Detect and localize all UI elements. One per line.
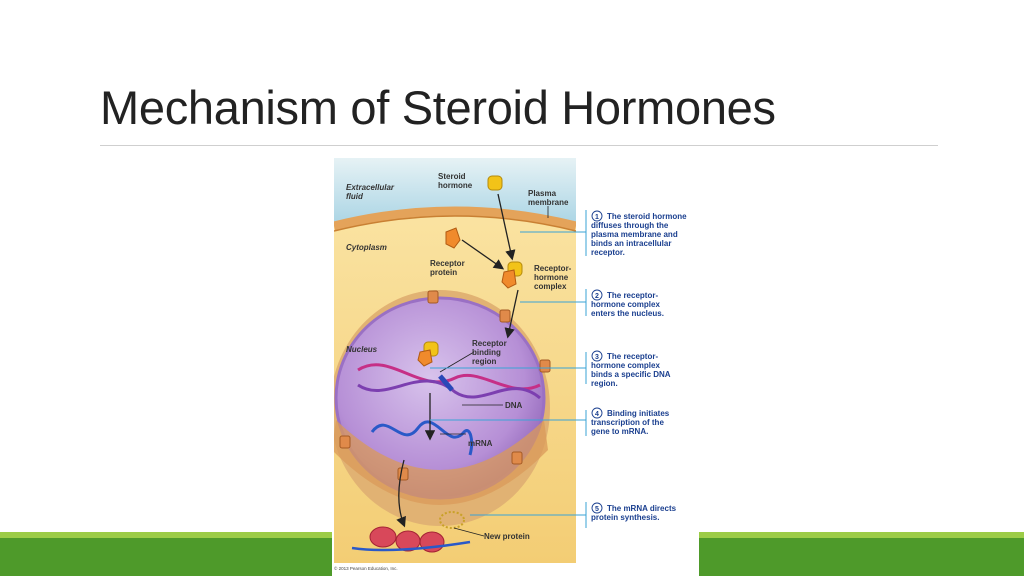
label-extracellular-2: fluid [346,192,364,201]
plasma-membrane [334,206,576,231]
step-3-marker [591,350,603,362]
nuclear-complex-shape [417,341,439,367]
title-divider [100,145,938,146]
step-1-number: 1 [595,214,599,221]
receptor-hormone-complex-shape [501,261,523,289]
step-1-line-2: diffuses through the [591,221,669,230]
step-5-line-1: The mRNA directs [607,504,677,513]
footer-bar-left [0,532,332,576]
step-1-line-3: plasma membrane and [591,230,678,239]
step-2-line-2: hormone complex [591,300,660,309]
step-2-line-1: The receptor- [607,291,658,300]
step-1-line-1: The steroid hormone [607,212,687,221]
step-3-line-4: region. [591,379,618,388]
step-2-marker [591,289,603,301]
nuclear-pores [339,290,551,481]
step-4-line-2: transcription of the [591,418,664,427]
step-callouts: 1 The steroid hormone diffuses through t… [591,210,687,522]
label-new-protein: New protein [484,532,530,541]
step-3-line-3: binds a specific DNA [591,370,671,379]
label-binding-region-2: binding [472,348,501,357]
label-dna: DNA [505,401,523,410]
step-5-marker [591,502,603,514]
label-complex-2: hormone [534,273,569,282]
dna-strand-2 [357,379,541,400]
extracellular-fluid-region [334,158,576,226]
step-4-number: 4 [595,411,599,418]
footer-bar-right [699,532,1024,576]
label-receptor-protein-2: protein [430,268,457,277]
label-complex-1: Receptor- [534,264,572,273]
new-protein-chain [439,511,465,529]
label-receptor-protein-1: Receptor [430,259,465,268]
label-nucleus: Nucleus [346,345,378,354]
step-1-line-5: receptor. [591,248,625,257]
step-4-line-1: Binding initiates [607,409,670,418]
receptor-protein-shape [445,227,461,249]
label-binding-region-3: region [472,357,497,366]
step-2-line-3: enters the nucleus. [591,309,664,318]
step-3-line-1: The receptor- [607,352,658,361]
label-steroid-hormone-1: Steroid [438,172,466,181]
step-5-line-2: protein synthesis. [591,513,659,522]
callout-connectors [430,210,587,528]
step-5-number: 5 [595,506,599,513]
step-4-line-3: gene to mRNA. [591,427,648,436]
figure-copyright: © 2013 Pearson Education, Inc. [334,565,398,571]
step-3-line-2: hormone complex [591,361,660,370]
steroid-hormone-shape [487,175,503,191]
step-1-marker [591,210,603,222]
step-1-line-4: binds an intracellular [591,239,671,248]
label-binding-region-1: Receptor [472,339,507,348]
step-2-number: 2 [595,293,599,300]
label-extracellular-1: Extracellular [346,183,395,192]
label-complex-3: complex [534,282,567,291]
label-steroid-hormone-2: hormone [438,181,473,190]
label-mrna: mRNA [468,439,493,448]
mrna-strand [370,420,474,456]
slide-title: Mechanism of Steroid Hormones [100,81,776,134]
label-plasma-membrane-2: membrane [528,198,569,207]
label-plasma-membrane-1: Plasma [528,189,557,198]
step-3-number: 3 [595,354,599,361]
step-4-marker [591,407,603,419]
label-cytoplasm: Cytoplasm [346,243,387,252]
